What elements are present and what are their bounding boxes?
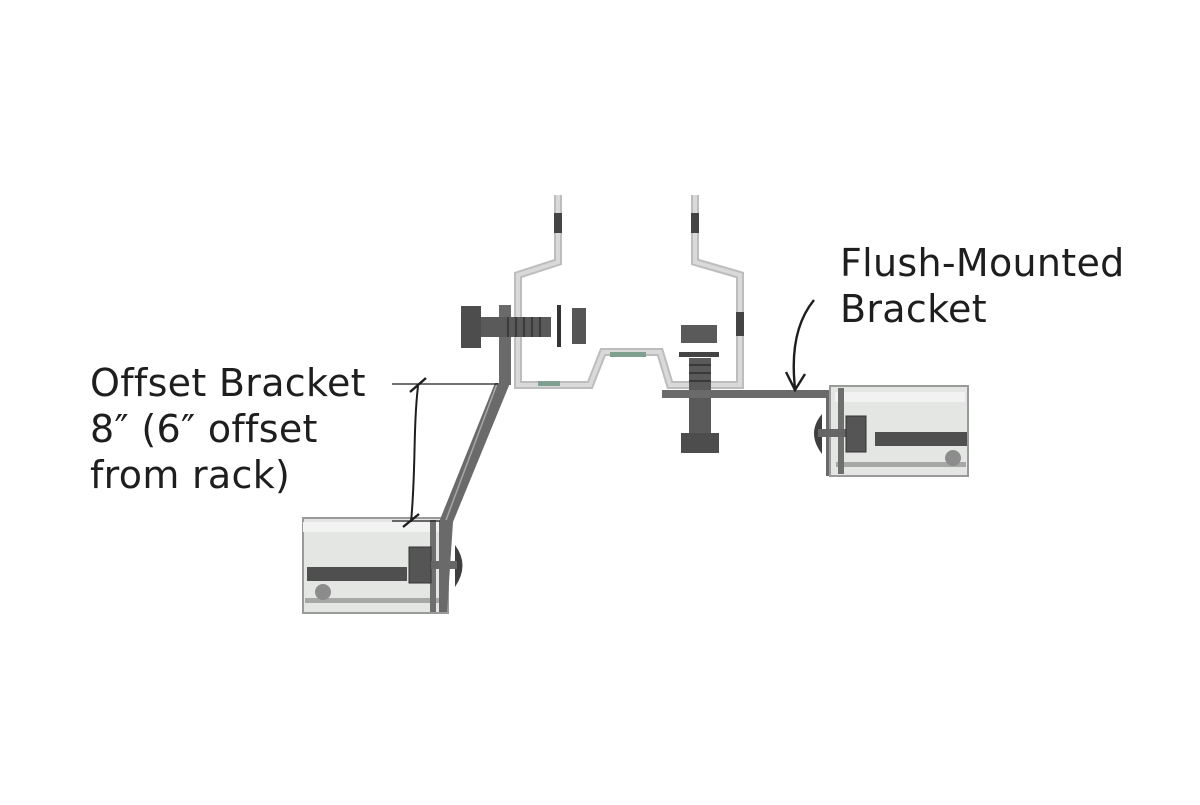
offset-label-line-1: Offset Bracket — [90, 361, 366, 405]
flush-label-line-2: Bracket — [840, 287, 987, 331]
offset-label-line-2: 8″ (6″ offset — [90, 407, 318, 451]
offset-bracket — [439, 305, 511, 612]
left-channel-bolt — [461, 305, 586, 348]
right-rail-bolt — [814, 414, 867, 454]
offset-label-line-3: from rack) — [90, 453, 291, 497]
flush-bracket-label: Flush-Mounted Bracket — [840, 240, 1125, 332]
offset-bracket-label: Offset Bracket 8″ (6″ offset from rack) — [90, 360, 366, 498]
offset-dimension-line — [392, 377, 498, 528]
flush-callout-arrow — [784, 299, 815, 393]
flush-label-line-1: Flush-Mounted — [840, 241, 1125, 285]
purlin-channel — [514, 195, 744, 389]
